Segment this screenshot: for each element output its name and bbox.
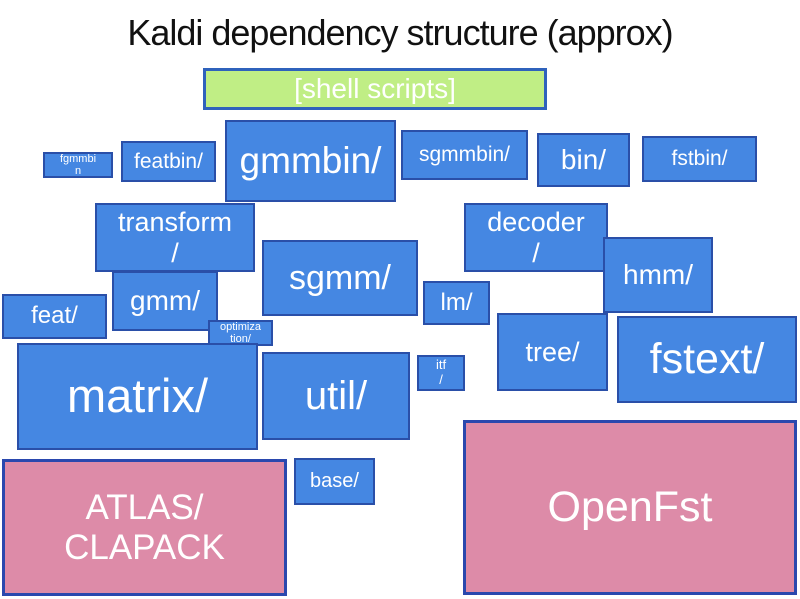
node-label: base/ [310,470,359,493]
node-lm: lm/ [423,281,490,325]
node-openfst: OpenFst [463,420,797,595]
node-label: itf / [435,357,447,387]
node-hmm: hmm/ [603,237,713,313]
node-label: fstbin/ [671,147,728,171]
node-featbin: featbin/ [121,141,216,182]
node-shell-scripts: [shell scripts] [203,68,547,110]
node-label: tree/ [525,336,580,367]
page-title: Kaldi dependency structure (approx) [127,12,673,53]
node-label: featbin/ [134,149,203,173]
node-label: ATLAS/ CLAPACK [64,488,225,567]
node-fstbin: fstbin/ [642,136,757,182]
node-sgmm: sgmm/ [262,240,418,316]
node-label: transform / [117,207,233,268]
node-matrix: matrix/ [17,343,258,450]
node-label: optimiza tion/ [220,320,261,345]
node-optimization: optimiza tion/ [208,320,273,346]
node-label: util/ [304,373,368,418]
node-feat: feat/ [2,294,107,339]
node-label: sgmm/ [289,258,391,297]
node-label: [shell scripts] [294,73,456,105]
node-label: gmm/ [130,285,200,317]
node-label: OpenFst [547,483,713,532]
node-base: base/ [294,458,375,505]
node-label: lm/ [440,288,473,316]
node-util: util/ [262,352,410,440]
node-label: fgmmbi n [59,152,97,177]
node-atlas-clapack: ATLAS/ CLAPACK [2,459,287,596]
node-itf: itf / [417,355,465,391]
node-transform: transform / [95,203,255,272]
node-label: gmmbin/ [239,140,382,182]
node-label: sgmmbin/ [418,143,511,167]
node-fstext: fstext/ [617,316,797,403]
node-bin: bin/ [537,133,630,187]
node-gmm: gmm/ [112,271,218,331]
node-gmmbin: gmmbin/ [225,120,396,202]
node-label: bin/ [560,144,607,176]
node-decoder: decoder / [464,203,608,272]
node-label: feat/ [31,302,78,330]
node-label: hmm/ [623,259,693,291]
node-fgmmbin: fgmmbi n [43,152,113,178]
node-label: decoder / [487,207,585,268]
node-label: matrix/ [67,369,208,423]
node-label: fstext/ [649,335,765,384]
node-sgmmbin: sgmmbin/ [401,130,528,180]
node-tree: tree/ [497,313,608,391]
